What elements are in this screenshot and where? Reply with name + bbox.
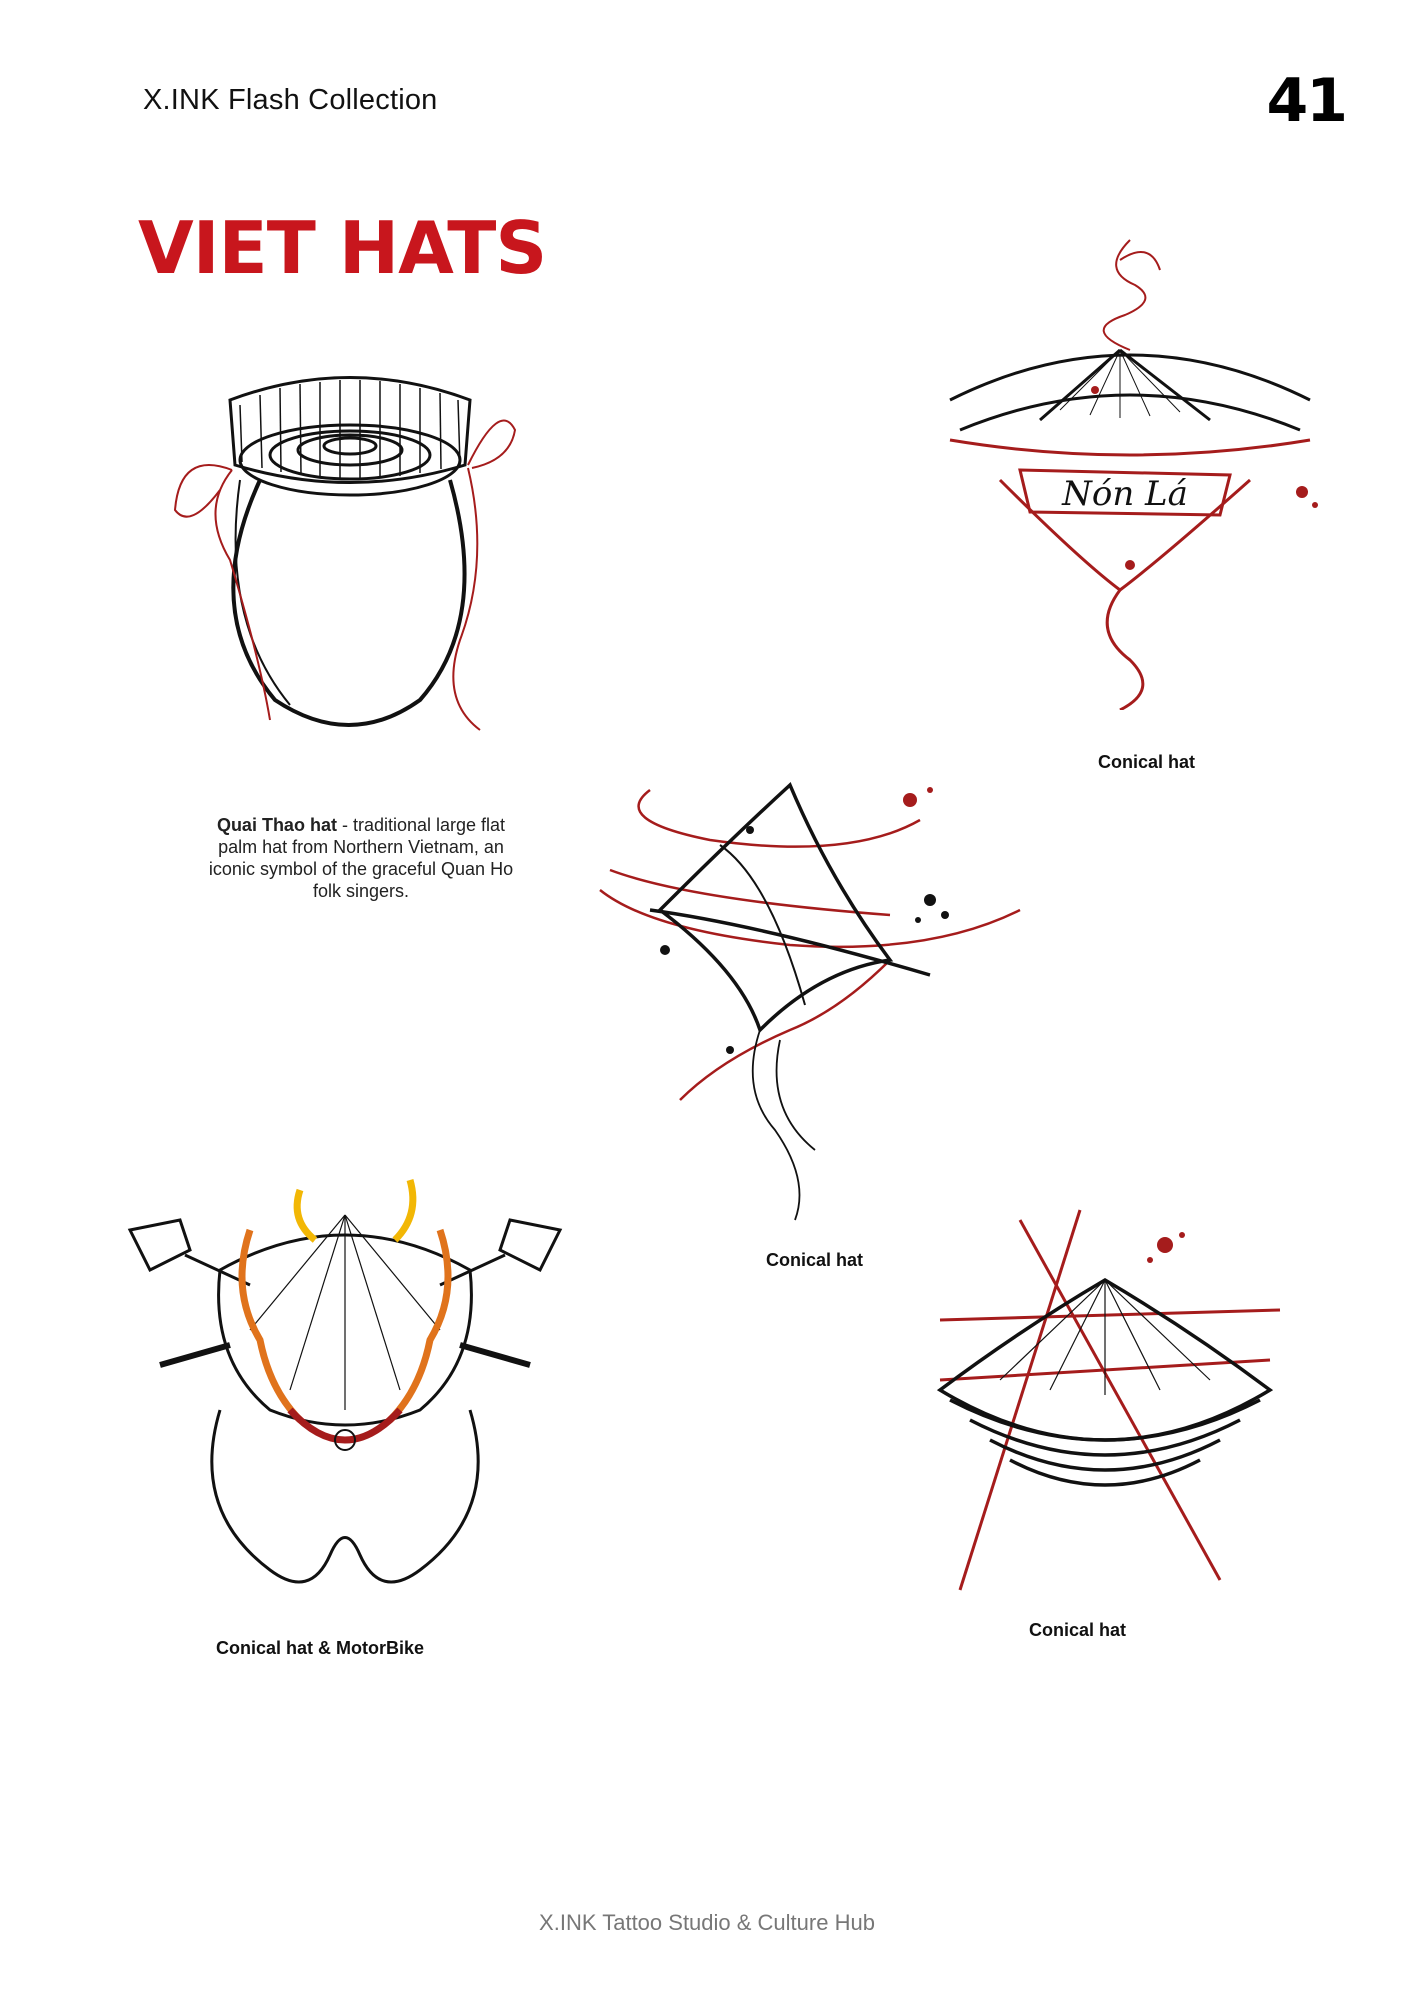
quai-thao-caption: Quai Thao hat <box>216 815 337 835</box>
header-collection-title: X.INK Flash Collection <box>143 84 438 116</box>
section-title: VIET HATS <box>138 206 547 290</box>
striped-conical-hat-caption: Conical hat <box>1029 1620 1127 1640</box>
quai-thao-description-text: - traditional large flat palm hat from N… <box>208 815 514 901</box>
conical-hat-motorbike-caption: Conical hat & MotorBike <box>216 1638 425 1658</box>
quai-thao-hat-illustration <box>173 376 517 731</box>
footer-text: X.INK Tattoo Studio & Culture Hub <box>539 1910 875 1935</box>
quai-thao-description: Quai Thao hat - traditional large flat p… <box>206 814 516 902</box>
page-number: 41 <box>1266 66 1348 136</box>
abstract-conical-hat-caption: Conical hat <box>766 1250 864 1270</box>
non-la-art-text: Nón Lá <box>1061 474 1188 514</box>
abstract-conical-hat-illustration <box>599 782 1021 1221</box>
non-la-hat-illustration: Nón Lá <box>949 239 1318 710</box>
conical-hat-motorbike-illustration <box>127 1179 563 1584</box>
striped-conical-hat-illustration <box>936 1209 1281 1591</box>
non-la-caption: Conical hat <box>1098 752 1196 772</box>
